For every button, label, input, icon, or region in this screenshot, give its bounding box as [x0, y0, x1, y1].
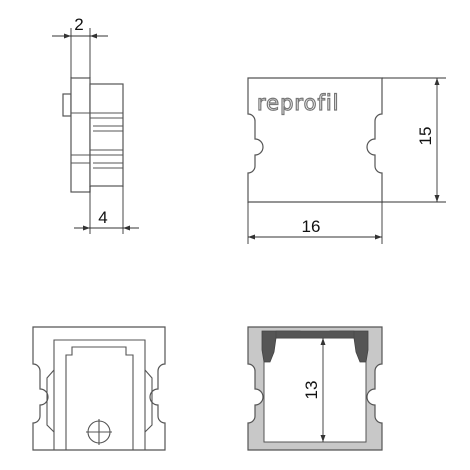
- screw-hole: [86, 419, 112, 445]
- back-view-channel-groove-left: [46, 369, 55, 433]
- dimension-width: 16: [247, 202, 383, 244]
- back-view-channel-outer: [53, 339, 146, 450]
- dimension-inner-height: 13: [302, 338, 326, 442]
- brand-logo: reprofil: [257, 91, 340, 115]
- side-view: 2 4: [52, 15, 139, 234]
- dimension-label-width: 16: [302, 217, 321, 236]
- dimension-bottom-thickness: 4: [74, 186, 139, 234]
- dimension-label-height: 15: [416, 127, 435, 146]
- side-view-cap-plate: [70, 77, 91, 193]
- profile-cover: [275, 330, 355, 339]
- back-view: [32, 326, 166, 451]
- dimension-height: 15: [382, 77, 446, 203]
- profile-section: 13: [247, 326, 383, 451]
- side-view-body: [89, 83, 124, 187]
- dimension-label-top-thickness: 2: [74, 15, 83, 34]
- dimension-label-bottom-thickness: 4: [98, 208, 107, 227]
- front-view: reprofil 15 16: [247, 77, 446, 244]
- side-view-ribs: [71, 112, 123, 169]
- dimension-label-inner-height: 13: [302, 381, 321, 400]
- dimension-top-thickness: 2: [52, 15, 108, 78]
- side-view-tab: [62, 93, 72, 117]
- back-view-channel-groove-right: [144, 369, 153, 433]
- back-view-channel-inner: [65, 346, 134, 450]
